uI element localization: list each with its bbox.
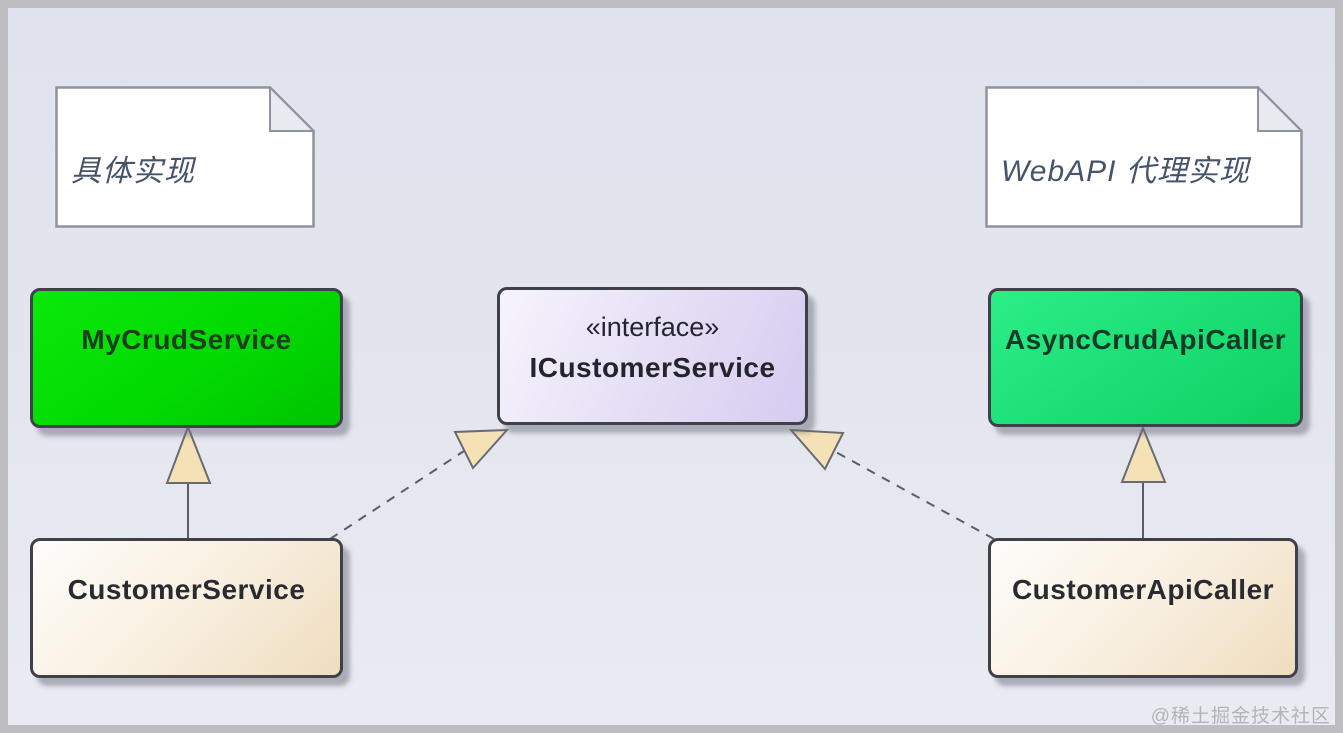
class-name: CustomerService [67, 574, 306, 605]
realization-customer-service-to-i-customer-service [329, 428, 510, 540]
stereotype-label: «interface» [585, 312, 720, 342]
generalization-customer-service-to-my-crud-service [165, 424, 212, 538]
class-name: CustomerApiCaller [1011, 574, 1275, 605]
generalization-arrowhead [1120, 425, 1167, 483]
note-fold-corner [269, 86, 315, 132]
note-shape [985, 86, 1303, 228]
note-concrete-implementation: 具体实现 [55, 86, 315, 228]
note-webapi-proxy-implementation: WebAPI 代理实现 [985, 86, 1303, 228]
generalization-arrowhead [165, 424, 212, 484]
class-my-crud-service: MyCrudService [30, 288, 343, 428]
note-shape [55, 86, 315, 228]
note-text: WebAPI 代理实现 [1001, 155, 1250, 189]
diagram-panel: 具体实现 WebAPI 代理实现 MyCrudService «interfac… [8, 8, 1335, 725]
watermark: @稀土掘金技术社区 [1150, 706, 1331, 727]
class-name: ICustomerService [529, 352, 776, 383]
generalization-customer-api-caller-to-async-crud-api-caller [1120, 425, 1167, 538]
class-customer-api-caller: CustomerApiCaller [988, 538, 1298, 678]
class-name: MyCrudService [81, 324, 292, 355]
class-customer-service: CustomerService [30, 538, 343, 678]
note-text: 具体实现 [71, 155, 195, 189]
note-fold-corner [1257, 86, 1303, 132]
realization-arrowhead [453, 428, 510, 470]
class-name: AsyncCrudApiCaller [1004, 324, 1287, 355]
class-i-customer-service: «interface» ICustomerService [497, 287, 808, 425]
class-async-crud-api-caller: AsyncCrudApiCaller [988, 288, 1303, 427]
realization-arrowhead [788, 428, 845, 471]
realization-customer-api-caller-to-i-customer-service [788, 428, 995, 540]
